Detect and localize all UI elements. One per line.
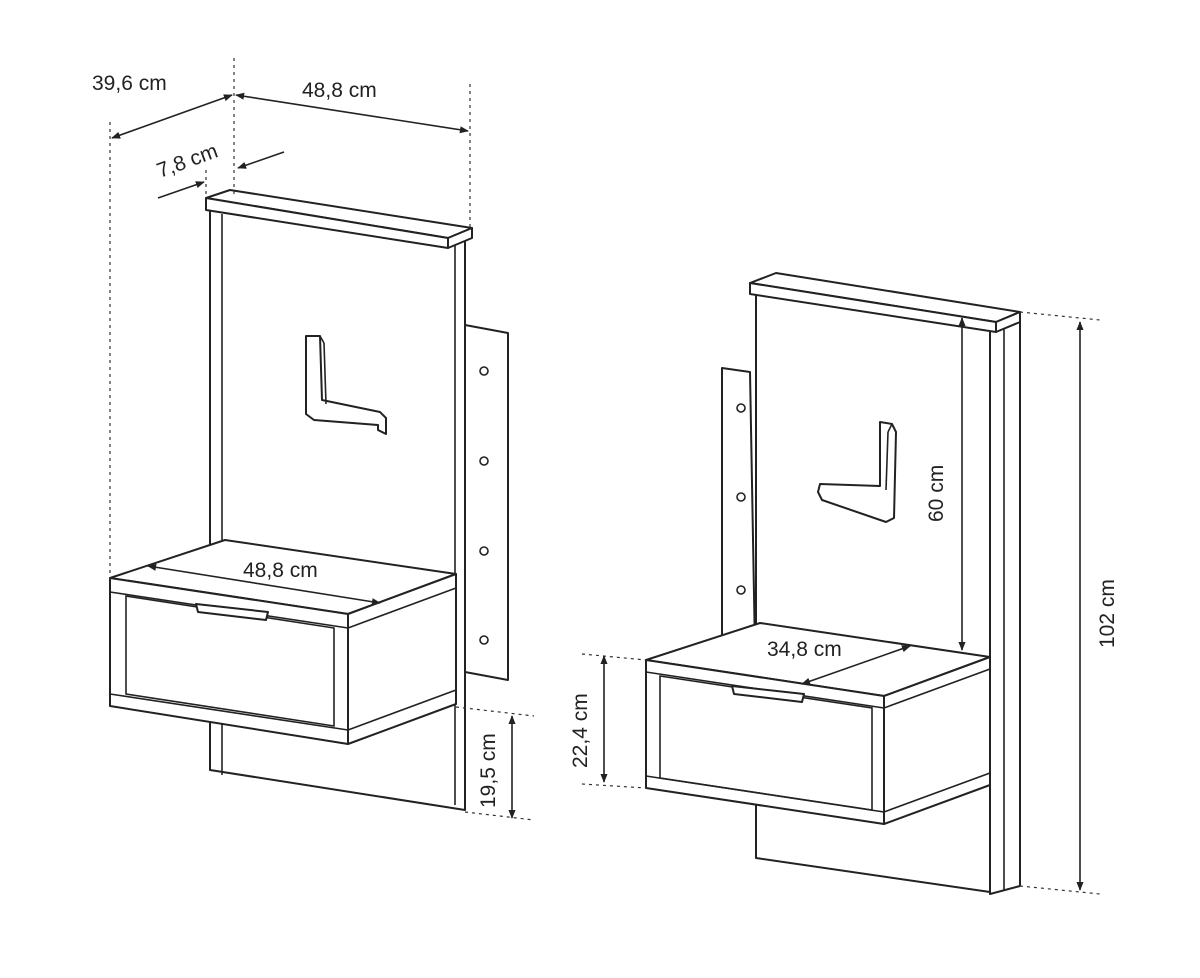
dim-line-right-drawer-depth xyxy=(801,645,911,685)
label-right-drawer-depth: 34,8 cm xyxy=(767,638,842,661)
rail-hole-r3 xyxy=(736,585,746,595)
rail-hole-r2 xyxy=(736,492,746,502)
right-hook xyxy=(817,421,897,523)
dim-line-left-width xyxy=(235,92,469,134)
left-nightstand: 39,6 cm 48,8 cm 7,8 cm 48,8 cm 19,5 cm xyxy=(92,58,535,821)
right-nightstand: 34,8 cm 22,4 cm 60 cm 102 cm xyxy=(569,272,1119,895)
label-left-panel-below: 19,5 cm xyxy=(477,733,500,808)
rail-hole-r1 xyxy=(736,403,746,413)
rail-hole-3 xyxy=(479,546,489,556)
label-left-depth: 39,6 cm xyxy=(92,72,167,95)
label-right-drawer-height: 22,4 cm xyxy=(569,693,592,768)
left-hook xyxy=(305,335,387,435)
rail-hole-4 xyxy=(479,635,489,645)
label-left-shelf-depth: 7,8 cm xyxy=(154,140,221,183)
label-left-width: 48,8 cm xyxy=(302,79,377,102)
dim-line-left-drawer-width xyxy=(147,563,381,606)
label-right-total-height: 102 cm xyxy=(1096,579,1119,648)
rail-hole-2 xyxy=(479,456,489,466)
rail-hole-1 xyxy=(479,366,489,376)
dim-line-left-shelf-depth-b xyxy=(237,151,285,169)
right-side-post xyxy=(989,313,1021,895)
right-drawer-handle xyxy=(731,685,805,703)
label-left-drawer-width: 48,8 cm xyxy=(243,559,318,582)
left-wall-rail xyxy=(464,324,509,681)
dim-line-left-shelf-depth-a xyxy=(157,181,205,199)
left-drawer-handle xyxy=(195,603,269,621)
left-drawer-side xyxy=(347,573,457,745)
label-right-back-height: 60 cm xyxy=(925,465,948,522)
dim-line-left-depth xyxy=(111,94,233,139)
